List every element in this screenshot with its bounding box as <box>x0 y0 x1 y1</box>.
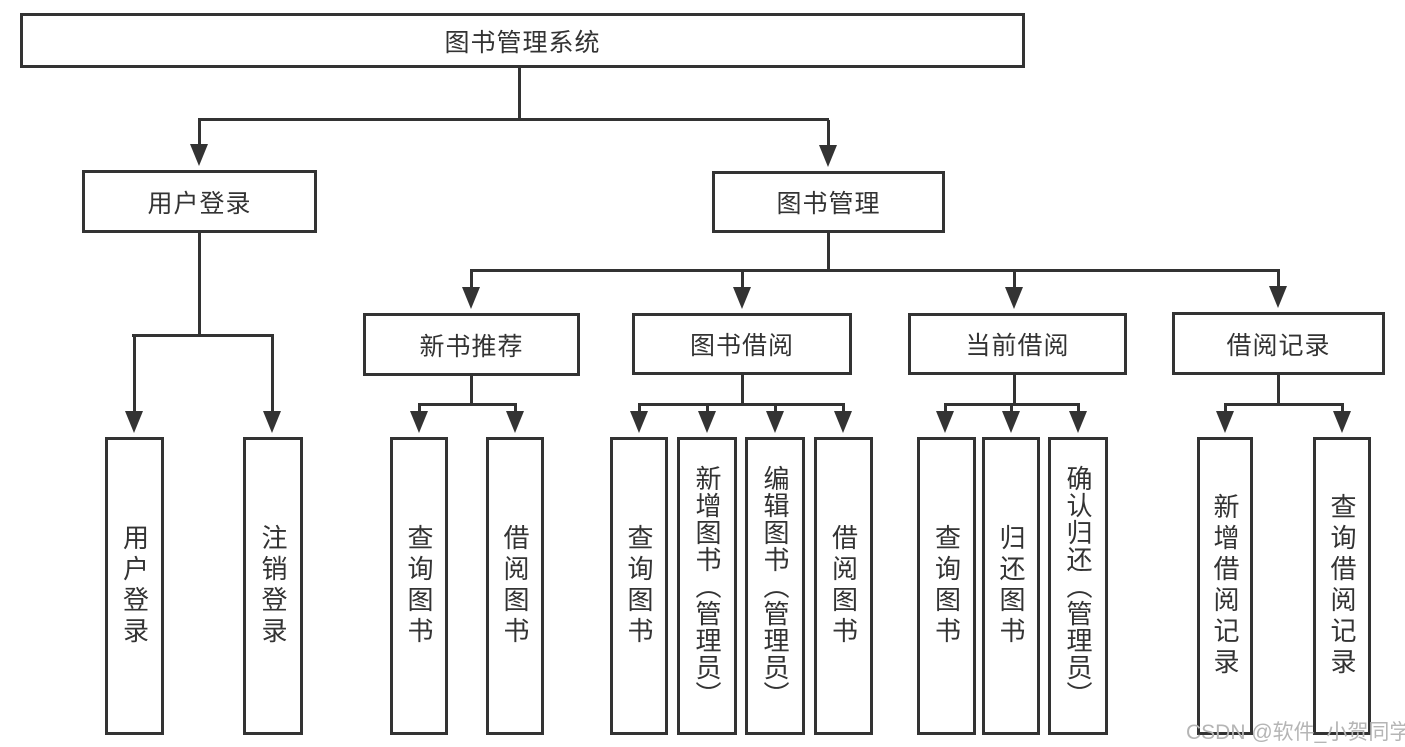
connector-borrowing-records-stub <box>1277 375 1280 405</box>
connector-to-current-borrowing <box>1013 271 1016 289</box>
node-borrowing-records-label: 借阅记录 <box>1226 331 1331 360</box>
connector-to-br-add <box>1224 404 1227 413</box>
connector-to-leaf-logout <box>271 335 274 413</box>
connector-to-book-management <box>827 120 830 147</box>
connector-to-cb-return <box>1010 404 1013 413</box>
leaf-borrowing-add-books-admin-label: 新增图书（管理员） <box>692 464 722 708</box>
node-current-borrowing-label: 当前借阅 <box>965 332 1070 360</box>
arrow-down-icon <box>1002 411 1020 433</box>
connector-new-book-bar <box>418 403 517 406</box>
leaf-borrowing-edit-books-admin-label: 编辑图书（管理员） <box>760 464 790 708</box>
node-borrowing-records: 借阅记录 <box>1172 312 1385 375</box>
connector-level2-bar <box>470 269 1280 272</box>
arrow-down-icon <box>125 411 143 433</box>
leaf-borrowing-borrow-books: 借阅图书 <box>814 437 873 735</box>
csdn-watermark: CSDN @软件_小贺同学 <box>1186 721 1405 744</box>
connector-to-book-borrowing <box>741 271 744 289</box>
leaf-borrowing-edit-books-admin: 编辑图书（管理员） <box>745 437 805 735</box>
connector-to-leaf-user-login <box>133 335 136 413</box>
connector-book-management-stub <box>827 233 830 271</box>
connector-to-cb-query <box>944 404 947 413</box>
leaf-logout: 注销登录 <box>243 437 303 735</box>
leaf-newbook-borrow-books-label: 借阅图书 <box>500 524 530 648</box>
connector-root-stub <box>518 68 521 120</box>
leaf-records-query-record-label: 查询借阅记录 <box>1327 493 1357 679</box>
leaf-logout-label: 注销登录 <box>258 524 288 648</box>
node-new-book-recommend-label: 新书推荐 <box>419 332 524 361</box>
arrow-down-icon <box>1269 286 1287 308</box>
connector-to-borrowing-records <box>1277 271 1280 288</box>
arrow-down-icon <box>1005 287 1023 309</box>
leaf-records-query-record: 查询借阅记录 <box>1313 437 1371 735</box>
leaf-user-login: 用户登录 <box>105 437 164 735</box>
leaf-current-return-books: 归还图书 <box>982 437 1040 735</box>
leaf-current-query-books: 查询图书 <box>917 437 976 735</box>
leaf-newbook-query-books-label: 查询图书 <box>404 524 434 648</box>
node-book-borrowing: 图书借阅 <box>632 313 852 375</box>
connector-to-bb-borrow <box>842 404 845 413</box>
connector-to-user-login <box>198 120 201 146</box>
leaf-records-add-record: 新增借阅记录 <box>1197 437 1253 735</box>
arrow-down-icon <box>1333 411 1351 433</box>
connector-user-login-stub <box>198 233 201 335</box>
node-current-borrowing: 当前借阅 <box>908 313 1127 375</box>
leaf-borrowing-query-books: 查询图书 <box>610 437 668 735</box>
leaf-current-confirm-return-admin: 确认归还（管理员） <box>1048 437 1108 735</box>
leaf-records-add-record-label: 新增借阅记录 <box>1210 493 1240 679</box>
leaf-newbook-borrow-books: 借阅图书 <box>486 437 544 735</box>
node-book-borrowing-label: 图书借阅 <box>689 332 794 360</box>
connector-to-bb-query <box>638 404 641 413</box>
connector-current-borrowing-stub <box>1013 375 1016 405</box>
arrow-down-icon <box>462 287 480 309</box>
connector-book-borrowing-bar <box>638 403 845 406</box>
node-new-book-recommend: 新书推荐 <box>363 313 580 376</box>
node-user-login-label: 用户登录 <box>147 189 252 218</box>
leaf-borrowing-borrow-books-label: 借阅图书 <box>828 524 859 648</box>
leaf-current-confirm-return-admin-label: 确认归还（管理员） <box>1063 464 1093 708</box>
node-root: 图书管理系统 <box>20 13 1025 68</box>
connector-book-borrowing-stub <box>741 375 744 405</box>
leaf-newbook-query-books: 查询图书 <box>390 437 448 735</box>
connector-to-new-book-recommend <box>470 271 473 289</box>
connector-level1-bar <box>198 118 829 121</box>
arrow-down-icon <box>506 411 524 433</box>
node-user-login: 用户登录 <box>82 170 317 233</box>
arrow-down-icon <box>190 144 208 166</box>
arrow-down-icon <box>410 411 428 433</box>
connector-to-br-query <box>1341 404 1344 413</box>
connector-to-cb-confirm <box>1077 404 1080 413</box>
arrow-down-icon <box>1069 411 1087 433</box>
leaf-user-login-label: 用户登录 <box>119 524 150 648</box>
arrow-down-icon <box>630 411 648 433</box>
connector-to-nb-query <box>418 404 421 413</box>
arrow-down-icon <box>698 411 716 433</box>
connector-new-book-stub <box>470 376 473 405</box>
arrow-down-icon <box>834 411 852 433</box>
arrow-down-icon <box>733 287 751 309</box>
leaf-current-return-books-label: 归还图书 <box>996 524 1026 648</box>
node-book-management: 图书管理 <box>712 171 945 233</box>
leaf-borrowing-query-books-label: 查询图书 <box>624 524 654 648</box>
connector-to-nb-borrow <box>514 404 517 413</box>
arrow-down-icon <box>1216 411 1234 433</box>
connector-user-login-bar <box>132 334 274 337</box>
arrow-down-icon <box>263 411 281 433</box>
arrow-down-icon <box>819 145 837 167</box>
leaf-current-query-books-label: 查询图书 <box>931 524 962 648</box>
connector-to-bb-add <box>706 404 709 413</box>
node-root-label: 图书管理系统 <box>444 28 601 57</box>
leaf-borrowing-add-books-admin: 新增图书（管理员） <box>677 437 737 735</box>
arrow-down-icon <box>936 411 954 433</box>
connector-borrowing-records-bar <box>1224 403 1344 406</box>
node-book-management-label: 图书管理 <box>776 190 881 218</box>
arrow-down-icon <box>766 411 784 433</box>
connector-to-bb-edit <box>774 404 777 413</box>
